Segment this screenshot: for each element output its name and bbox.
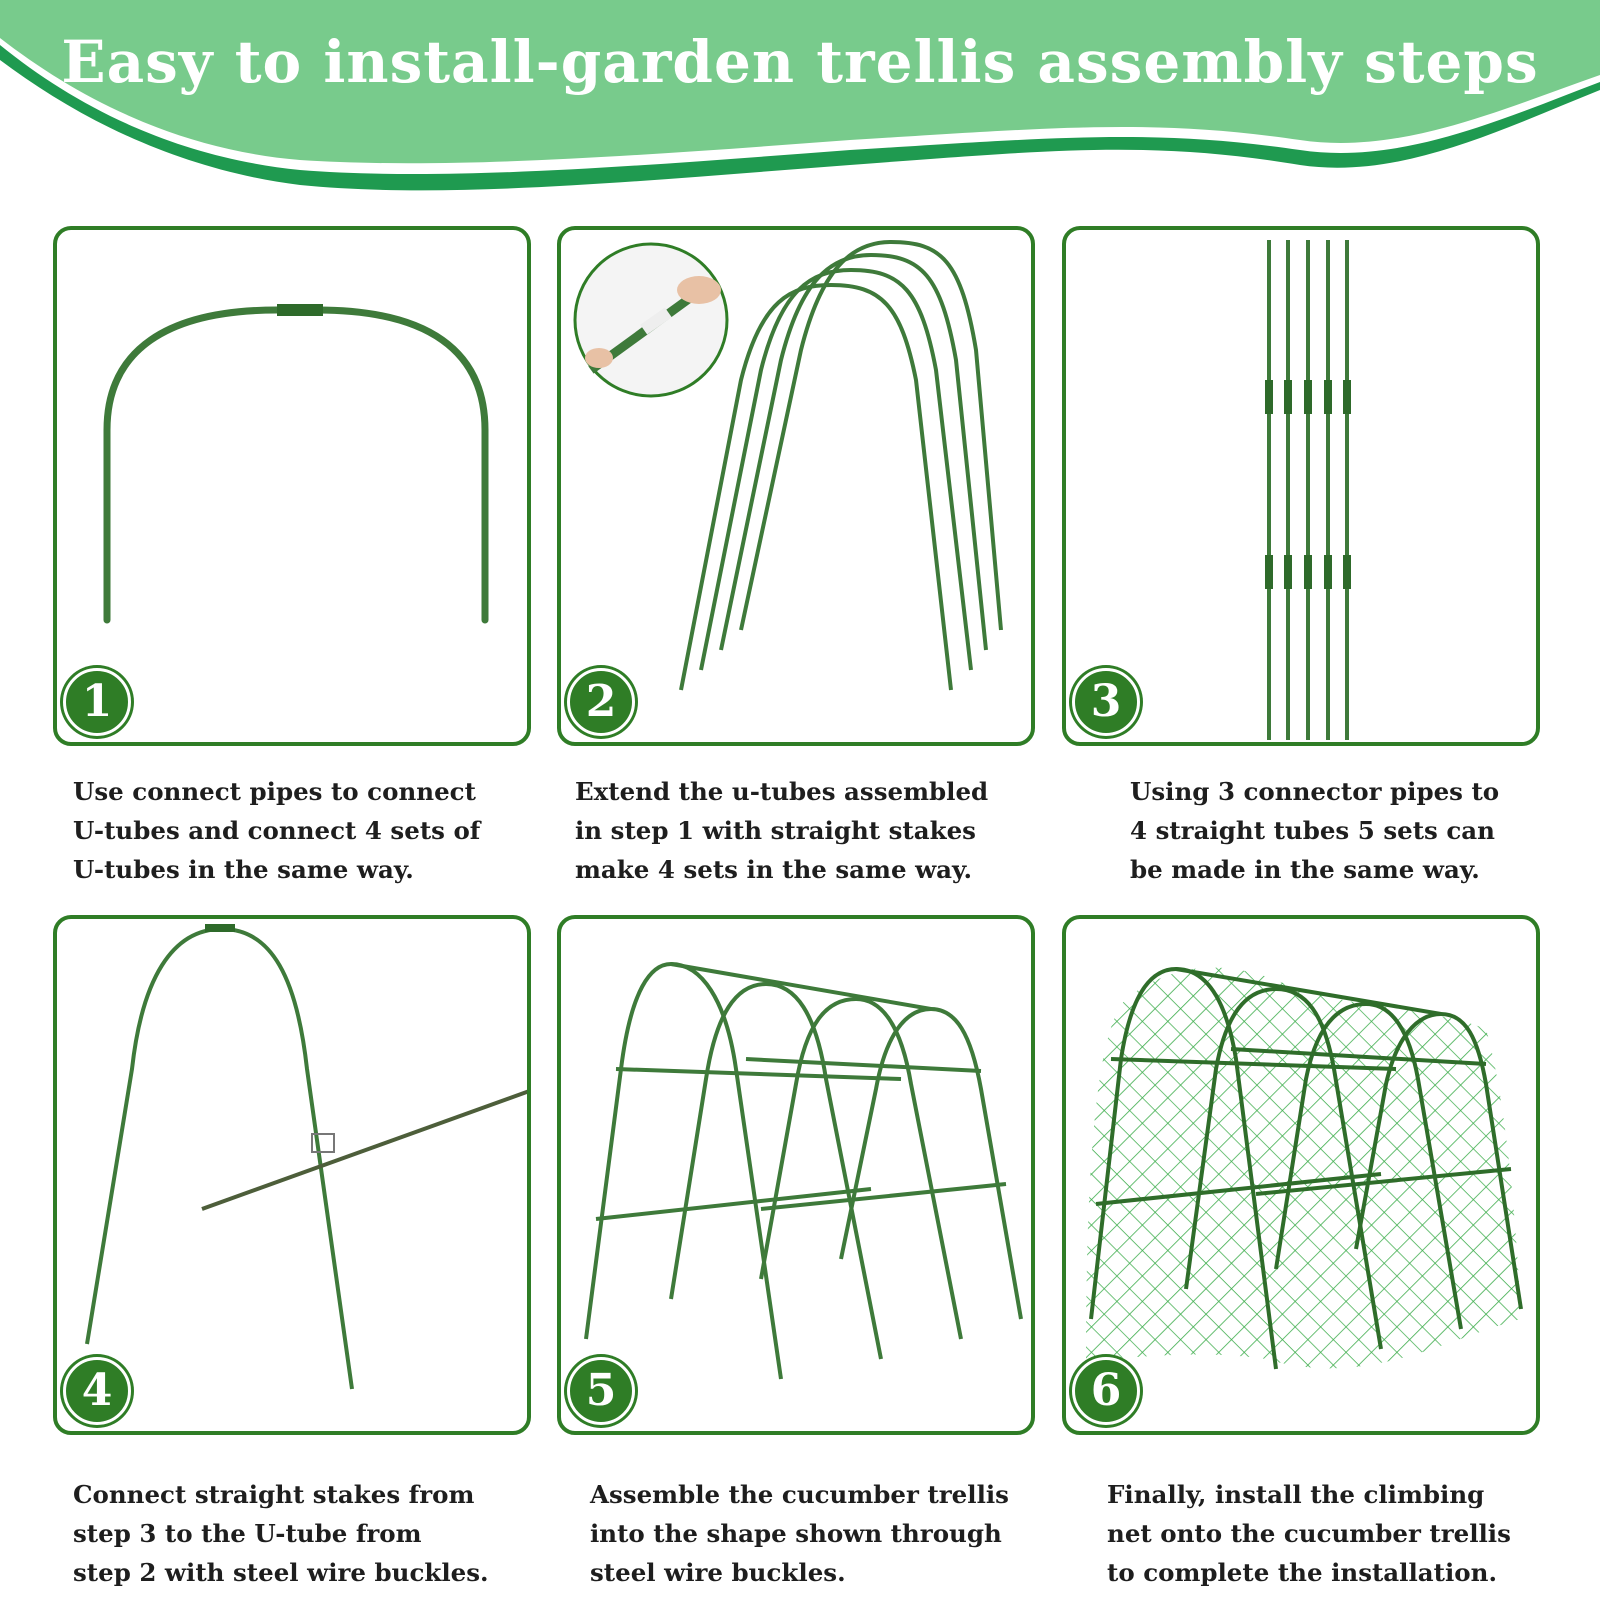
step-4-panel: 4 xyxy=(53,915,531,1435)
header-banner: Easy to install-garden trellis assembly … xyxy=(0,0,1600,230)
step-number-badge: 3 xyxy=(1072,668,1140,736)
step-number-badge: 4 xyxy=(63,1357,131,1425)
trellis-with-net-illustration xyxy=(1086,966,1523,1370)
extended-u-tubes-illustration xyxy=(573,239,1003,691)
banner-wave xyxy=(0,0,1600,191)
step-number-badge: 6 xyxy=(1072,1357,1140,1425)
step-6-panel: 6 xyxy=(1062,915,1540,1435)
step-2-panel: 2 xyxy=(557,226,1035,746)
step-number-badge: 1 xyxy=(63,668,131,736)
assembled-trellis-illustration xyxy=(584,961,1023,1380)
step-5-panel: 5 xyxy=(557,915,1035,1435)
step-number-badge: 2 xyxy=(567,668,635,736)
step-3-panel: 3 xyxy=(1062,226,1540,746)
climbing-net xyxy=(1086,967,1521,1369)
stake-to-u-tube-illustration xyxy=(85,924,527,1390)
straight-tubes-illustration xyxy=(1265,240,1351,740)
step-1-panel: 1 xyxy=(53,226,531,746)
banner-title: Easy to install-garden trellis assembly … xyxy=(61,28,1539,96)
u-tube-illustration xyxy=(103,304,489,624)
step-number-badge: 5 xyxy=(567,1357,635,1425)
